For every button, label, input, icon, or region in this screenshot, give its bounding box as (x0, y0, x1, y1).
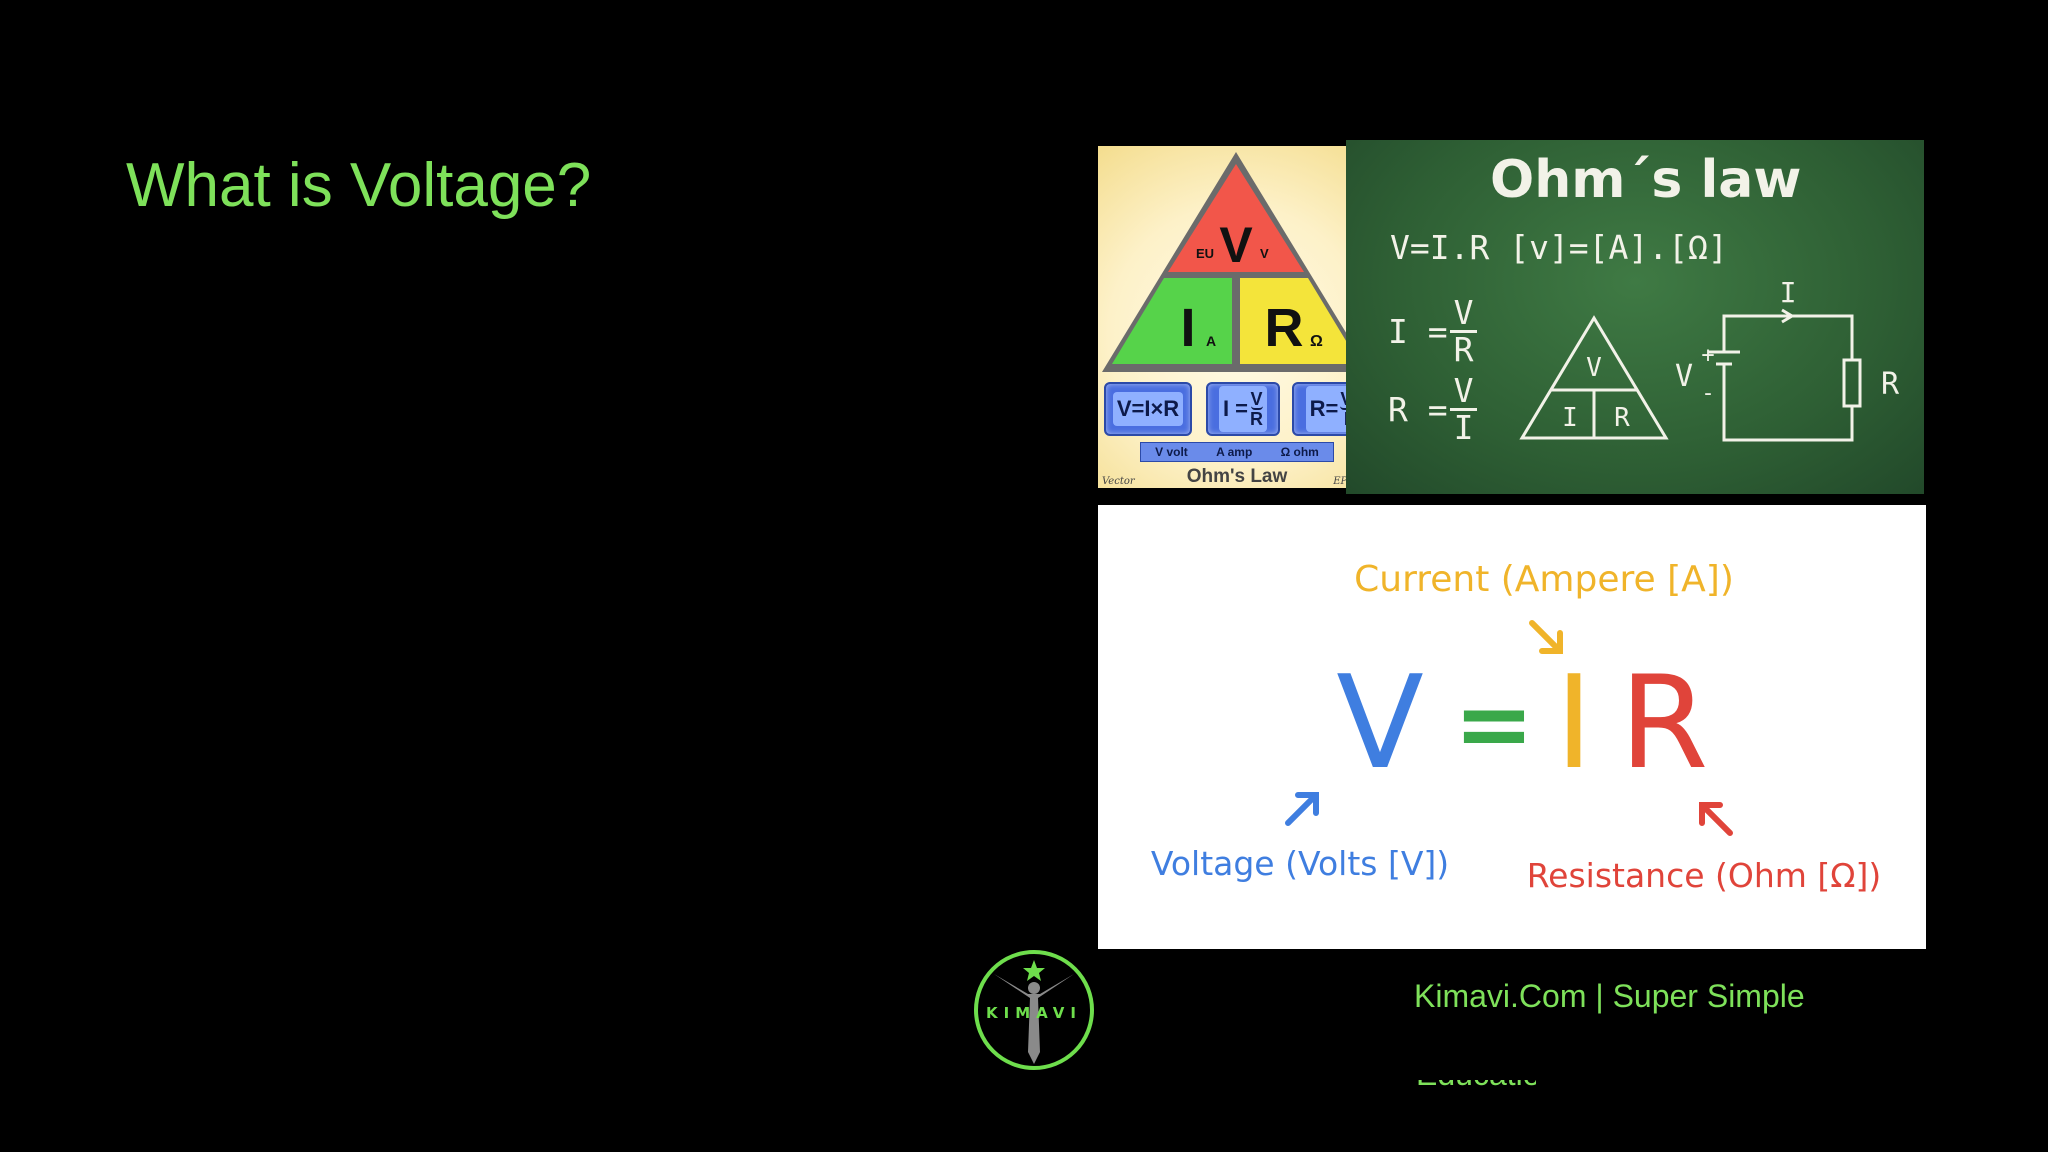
chalk-circuit-v: V (1675, 359, 1693, 394)
vir-equation-card: Current (Ampere [A]) V = I R Voltage (Vo… (1098, 505, 1926, 949)
logo-text: KIMAVI (986, 1004, 1082, 1022)
chalk-r-numerator: V (1449, 374, 1478, 411)
chalkboard-equation-r: R = V I (1388, 374, 1478, 447)
formula-i-numerator: V (1250, 389, 1263, 410)
chalk-triangle-r: R (1614, 403, 1630, 433)
arrow-resistance-icon (1699, 802, 1733, 836)
chalk-circuit-minus: - (1701, 381, 1714, 406)
formula-i-equals-v-over-r: I = V R (1206, 382, 1280, 436)
unit-ohm: Ω ohm (1280, 445, 1319, 459)
triangle-v-letter: V (1219, 217, 1253, 273)
formula-v-label: V=I×R (1112, 392, 1184, 426)
formula-i-label: I = (1222, 396, 1249, 421)
chalk-triangle-v: V (1586, 353, 1602, 383)
chalkboard-title: Ohm´s law (1490, 150, 1802, 210)
kimavi-logo-graphic: KIMAVI (974, 950, 1094, 1070)
triangle-card-caption: Ohm's Law (1186, 466, 1288, 487)
arrow-current-icon (1529, 620, 1563, 654)
triangle-r-letter: R (1265, 298, 1304, 358)
formula-i-denominator: R (1250, 409, 1264, 429)
chalk-i-lhs: I = (1388, 312, 1448, 351)
voltage-label: Voltage (Volts [V]) (1151, 844, 1449, 883)
formula-r-label: R= (1309, 396, 1339, 421)
triangle-v-sub-left: EU (1196, 246, 1214, 261)
triangle-right-segment (1240, 278, 1360, 364)
figure-icon (994, 974, 1074, 1064)
triangle-i-sub: A (1206, 333, 1216, 349)
chalk-triangle-i: I (1562, 403, 1578, 433)
footer-clipped-text: Education (1416, 1080, 1536, 1090)
triangle-top-segment (1168, 164, 1304, 272)
ohms-law-triangle-card: V EU V I A R Ω V=I×R I = V R R= V I V vo… (1098, 146, 1376, 488)
vir-equals-sign: = (1454, 668, 1534, 780)
vir-equation-graphic: Current (Ampere [A]) V = I R Voltage (Vo… (1151, 559, 1882, 895)
corner-label-vector: Vector (1102, 476, 1135, 487)
chalk-i-denominator: R (1453, 330, 1474, 369)
unit-volt: V volt (1155, 445, 1188, 459)
units-legend: V volt A amp Ω ohm (1140, 442, 1334, 462)
chalkboard-drawings: V I R I V + - R (1519, 276, 1900, 442)
chalkboard-ohms-law: Ohm´s law V=I.R [v]=[A].[Ω] I = V R R = … (1346, 140, 1924, 494)
chalk-circuit-plus: + (1701, 343, 1714, 368)
triangle-i-letter: I (1180, 298, 1195, 358)
chalk-r-lhs: R = (1388, 390, 1448, 429)
formula-v-equals-i-times-r: V=I×R (1104, 382, 1192, 436)
unit-amp: A amp (1216, 445, 1253, 459)
chalk-circuit-diagram (1708, 308, 1862, 442)
arrow-voltage-icon (1285, 792, 1319, 826)
chalkboard-equation-i: I = V R (1388, 296, 1478, 369)
vir-v-letter: V (1336, 649, 1424, 798)
chalk-i-numerator: V (1449, 296, 1478, 333)
resistance-label: Resistance (Ohm [Ω]) (1527, 856, 1882, 895)
chalk-r-denominator: I (1453, 408, 1474, 447)
chalk-circuit-current: I (1780, 276, 1797, 309)
vir-i-letter: I (1555, 649, 1593, 798)
kimavi-logo: KIMAVI (970, 948, 1098, 1077)
footer-text: Kimavi.Com | Super Simple (1414, 978, 1805, 1014)
triangle-r-sub: Ω (1310, 333, 1323, 350)
star-icon (1023, 960, 1045, 981)
current-label: Current (Ampere [A]) (1354, 559, 1734, 600)
triangle-left-segment (1112, 278, 1232, 364)
ohms-law-triangle-graphic: V EU V I A R Ω (1102, 152, 1370, 372)
chalk-circuit-r: R (1881, 367, 1900, 402)
chalkboard-equation-line: V=I.R [v]=[A].[Ω] (1390, 228, 1728, 267)
vir-r-letter: R (1620, 649, 1709, 798)
triangle-v-sub-right: V (1260, 246, 1269, 261)
footer-clipped-line: Education (1416, 1080, 1536, 1090)
slide-title: What is Voltage? (126, 151, 592, 220)
